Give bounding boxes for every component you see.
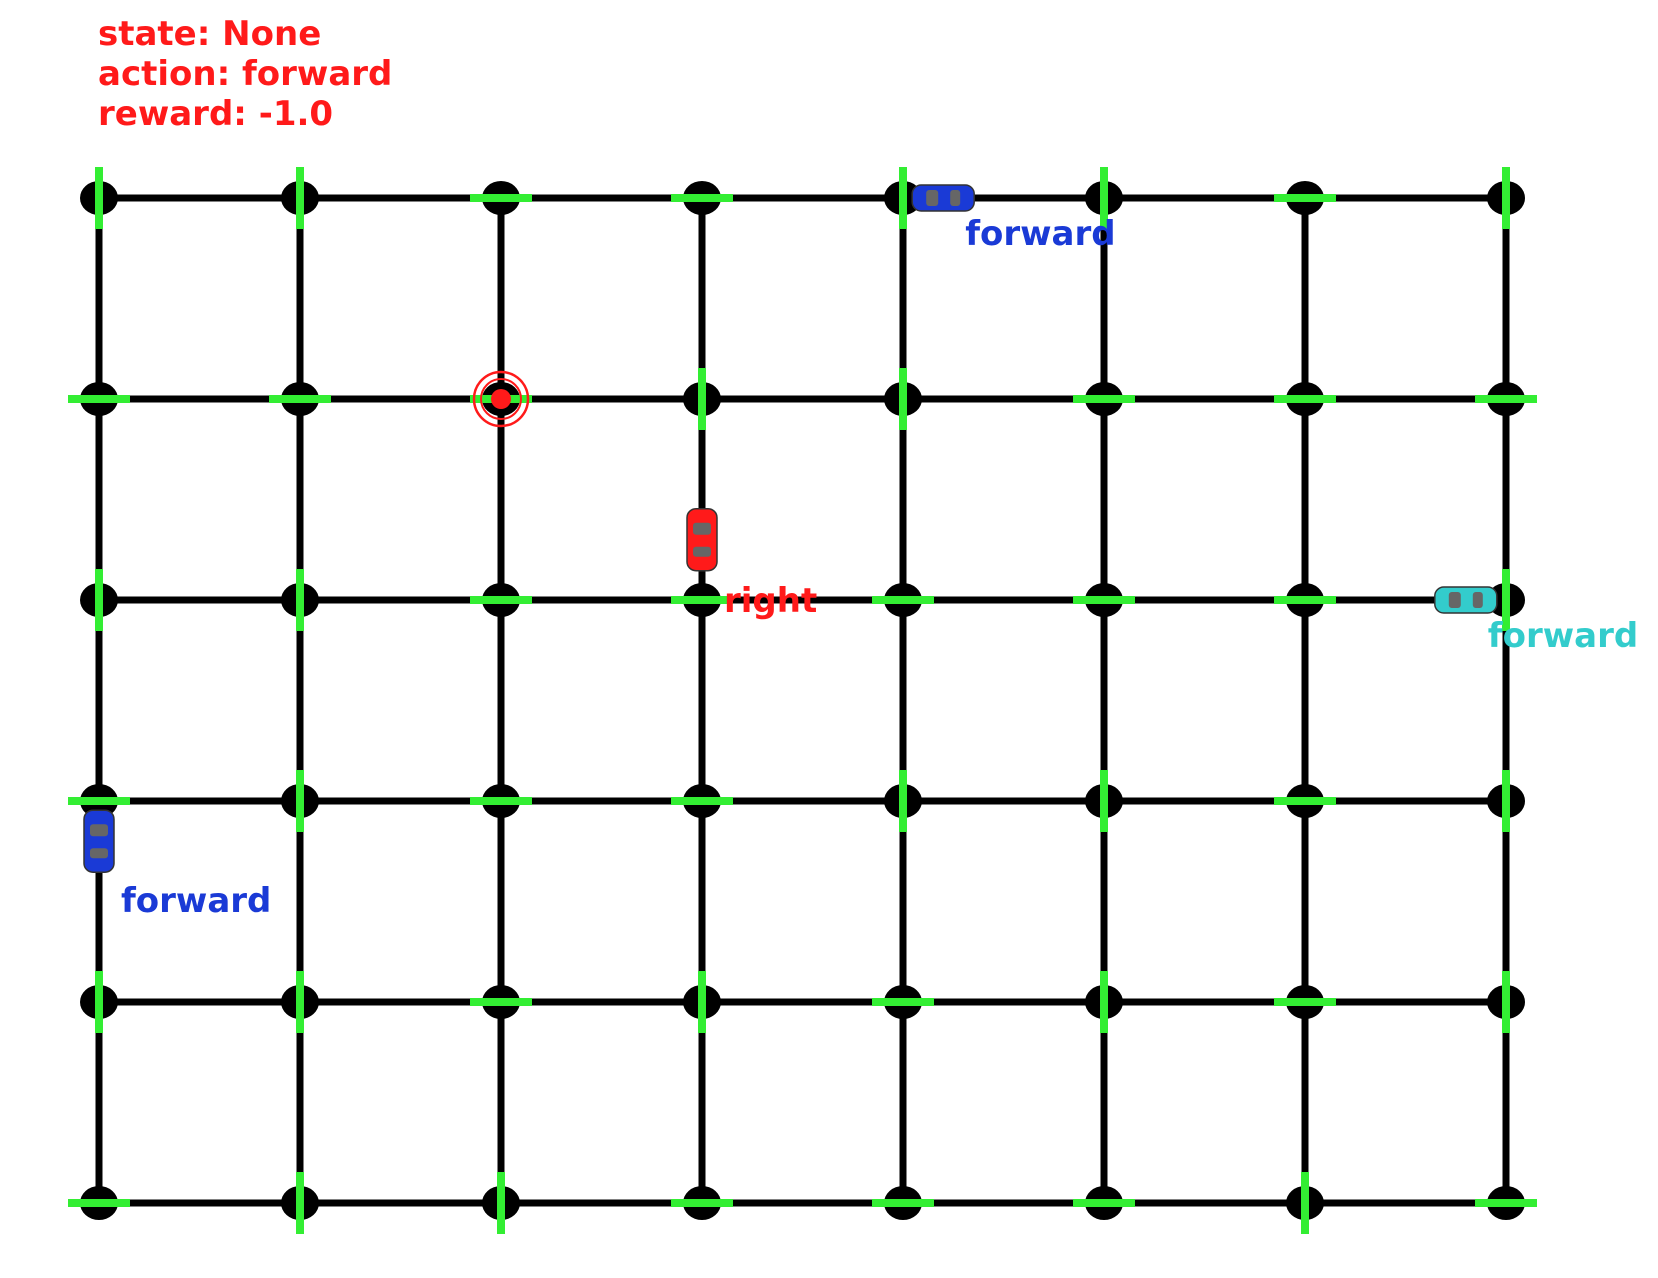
intersection (470, 181, 532, 215)
car-action-label: forward (1488, 616, 1638, 656)
intersection (1487, 167, 1525, 229)
car-rear-window (1448, 592, 1461, 608)
intersection (281, 569, 319, 631)
road-network (95, 194, 1510, 1207)
intersection (1073, 382, 1135, 416)
car-action-label: forward (121, 881, 271, 921)
intersection (1487, 770, 1525, 832)
intersection (872, 1186, 934, 1220)
car-rear-window (693, 546, 711, 557)
car-body (83, 809, 115, 873)
intersection (470, 784, 532, 818)
car-body (1434, 586, 1498, 614)
intersection (281, 770, 319, 832)
intersection (482, 1172, 520, 1234)
intersection (68, 382, 130, 416)
target-dot (491, 389, 511, 409)
car-windshield (950, 190, 961, 206)
car-windshield (693, 522, 711, 535)
hud-panel: state: None action: forward reward: -1.0 (98, 14, 392, 134)
reward-text: reward: -1.0 (98, 94, 334, 134)
intersection (671, 1186, 733, 1220)
intersection (1475, 382, 1537, 416)
car-blue-top: forward (911, 184, 1116, 254)
intersection (281, 971, 319, 1033)
intersection (80, 569, 118, 631)
car-agent: right (686, 507, 817, 621)
car-blue-left: forward (83, 809, 271, 921)
car-body (911, 184, 975, 212)
car-windshield (90, 824, 108, 837)
intersection (1085, 770, 1123, 832)
intersection (671, 583, 733, 617)
intersection (671, 181, 733, 215)
intersection (281, 167, 319, 229)
intersection (1073, 583, 1135, 617)
intersection (269, 382, 331, 416)
intersection (68, 1186, 130, 1220)
intersection (1487, 971, 1525, 1033)
intersection (683, 971, 721, 1033)
intersection (1274, 583, 1336, 617)
target-ring-outer (472, 370, 530, 428)
intersection (884, 167, 922, 229)
intersection (1073, 1186, 1135, 1220)
car-body (686, 507, 718, 572)
intersection (671, 784, 733, 818)
action-text: action: forward (98, 54, 393, 94)
cars: right forward forward forward (83, 184, 1638, 921)
intersection (872, 985, 934, 1019)
car-cyan-right: forward (1434, 586, 1638, 656)
destination-marker (472, 370, 530, 428)
car-action-label: right (724, 581, 817, 621)
car-rear-window (90, 848, 108, 859)
intersection (1475, 1186, 1537, 1220)
intersections (68, 167, 1537, 1234)
car-action-label: forward (965, 214, 1115, 254)
intersection (1274, 784, 1336, 818)
intersection (1274, 985, 1336, 1019)
intersection (872, 583, 934, 617)
car-rear-window (926, 190, 939, 206)
intersection (470, 985, 532, 1019)
intersection (281, 1172, 319, 1234)
intersection (1085, 971, 1123, 1033)
car-windshield (1472, 592, 1483, 608)
intersection (80, 971, 118, 1033)
state-text: state: None (98, 14, 322, 54)
intersection (1274, 382, 1336, 416)
intersection (68, 784, 130, 818)
intersection (470, 583, 532, 617)
intersection (80, 167, 118, 229)
intersection (1085, 167, 1123, 229)
intersection (884, 770, 922, 832)
target-ring-inner (480, 378, 522, 420)
intersection (1274, 181, 1336, 215)
intersection (683, 368, 721, 430)
intersection (1286, 1172, 1324, 1234)
intersection (884, 368, 922, 430)
intersection (1487, 569, 1525, 631)
